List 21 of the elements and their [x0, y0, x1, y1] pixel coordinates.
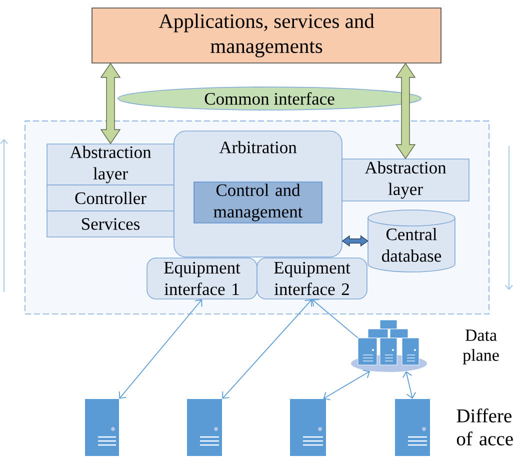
layer-box: Abstraction layer: [342, 158, 470, 202]
side-label: Data plane: [462, 330, 499, 364]
arrow: [118, 299, 202, 399]
server-icon: [85, 398, 119, 456]
layer-box: Controller: [46, 184, 174, 212]
layer-box: Services: [46, 210, 174, 238]
layer-box: Abstraction layer: [46, 144, 174, 186]
server-cluster-icon: [351, 320, 427, 372]
interface-box: Equipment interface 1: [146, 258, 258, 300]
arrow: [312, 299, 358, 338]
arrow: [323, 370, 370, 400]
inner-box: Control and management: [194, 182, 322, 224]
server-icon: [290, 398, 326, 456]
server-icon: [395, 398, 430, 456]
interface-box: Equipment interface 2: [256, 258, 368, 300]
server-icon: [187, 398, 222, 456]
side-label: Differe of acce: [456, 408, 513, 446]
arrow: [402, 371, 416, 399]
top-box: Applications, services and managements: [92, 8, 442, 64]
arrow: [222, 299, 312, 399]
database-cylinder: Central database: [368, 210, 456, 272]
